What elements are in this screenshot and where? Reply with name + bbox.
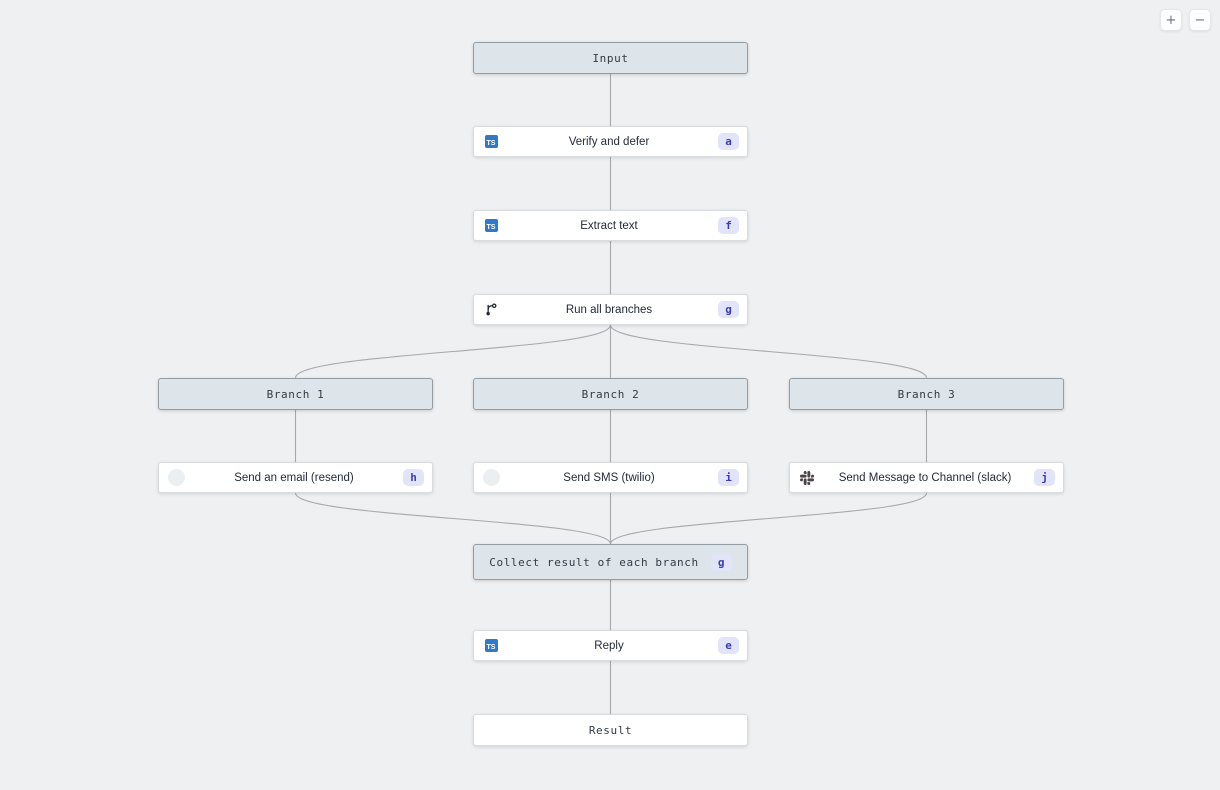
node-result-label: Result	[588, 723, 633, 737]
key-badge-g: g	[718, 301, 739, 318]
node-input[interactable]: Input	[473, 42, 748, 74]
node-send-slack-label: Send Message to Channel (slack)	[838, 471, 1012, 484]
node-send-email-label: Send an email (resend)	[234, 471, 354, 484]
node-collect-result[interactable]: Collect result of each branch g	[473, 544, 748, 580]
node-branch-3[interactable]: Branch 3	[789, 378, 1064, 410]
node-run-label: Run all branches	[565, 303, 653, 316]
node-input-label: Input	[592, 51, 629, 65]
node-extract-label: Extract text	[580, 219, 638, 232]
typescript-icon: TS	[484, 135, 498, 148]
plus-icon: +	[1165, 12, 1177, 28]
node-reply[interactable]: TS Reply e	[473, 630, 748, 661]
key-badge-h: h	[403, 469, 424, 486]
key-badge-e: e	[718, 637, 739, 654]
branch-1-label: Branch 1	[266, 387, 325, 401]
node-verify-and-defer[interactable]: TS Verify and defer a	[473, 126, 748, 157]
node-branch-1[interactable]: Branch 1	[158, 378, 433, 410]
zoom-out-button[interactable]: −	[1189, 9, 1211, 31]
edge-slack-collect	[609, 492, 928, 545]
typescript-icon: TS	[484, 219, 498, 232]
edge-email-collect	[294, 492, 612, 545]
node-branch-2[interactable]: Branch 2	[473, 378, 748, 410]
minus-icon: −	[1194, 12, 1206, 28]
key-badge-i: i	[718, 469, 739, 486]
node-extract-text[interactable]: TS Extract text f	[473, 210, 748, 241]
node-result[interactable]: Result	[473, 714, 748, 746]
edge-run-branch1	[294, 324, 612, 379]
node-send-message-slack[interactable]: Send Message to Channel (slack) j	[789, 462, 1064, 493]
node-run-all-branches[interactable]: Run all branches g	[473, 294, 748, 325]
branch-2-label: Branch 2	[581, 387, 640, 401]
slack-icon	[798, 469, 816, 487]
node-reply-label: Reply	[594, 639, 624, 652]
key-badge-g2: g	[710, 553, 732, 571]
git-branch-icon	[482, 301, 500, 319]
node-verify-label: Verify and defer	[568, 135, 650, 148]
node-send-sms-twilio[interactable]: Send SMS (twilio) i	[473, 462, 748, 493]
node-send-email-resend[interactable]: Send an email (resend) h	[158, 462, 433, 493]
node-send-sms-label: Send SMS (twilio)	[563, 471, 655, 484]
typescript-icon: TS	[484, 639, 498, 652]
zoom-in-button[interactable]: +	[1160, 9, 1182, 31]
edge-run-branch3	[609, 324, 928, 379]
zoom-controls: + −	[1160, 9, 1211, 31]
key-badge-a: a	[718, 133, 739, 150]
branch-3-label: Branch 3	[897, 387, 956, 401]
resend-icon	[167, 469, 185, 486]
twilio-icon	[482, 469, 500, 486]
node-collect-label: Collect result of each branch	[489, 555, 699, 569]
key-badge-f: f	[718, 217, 739, 234]
key-badge-j: j	[1034, 469, 1055, 486]
